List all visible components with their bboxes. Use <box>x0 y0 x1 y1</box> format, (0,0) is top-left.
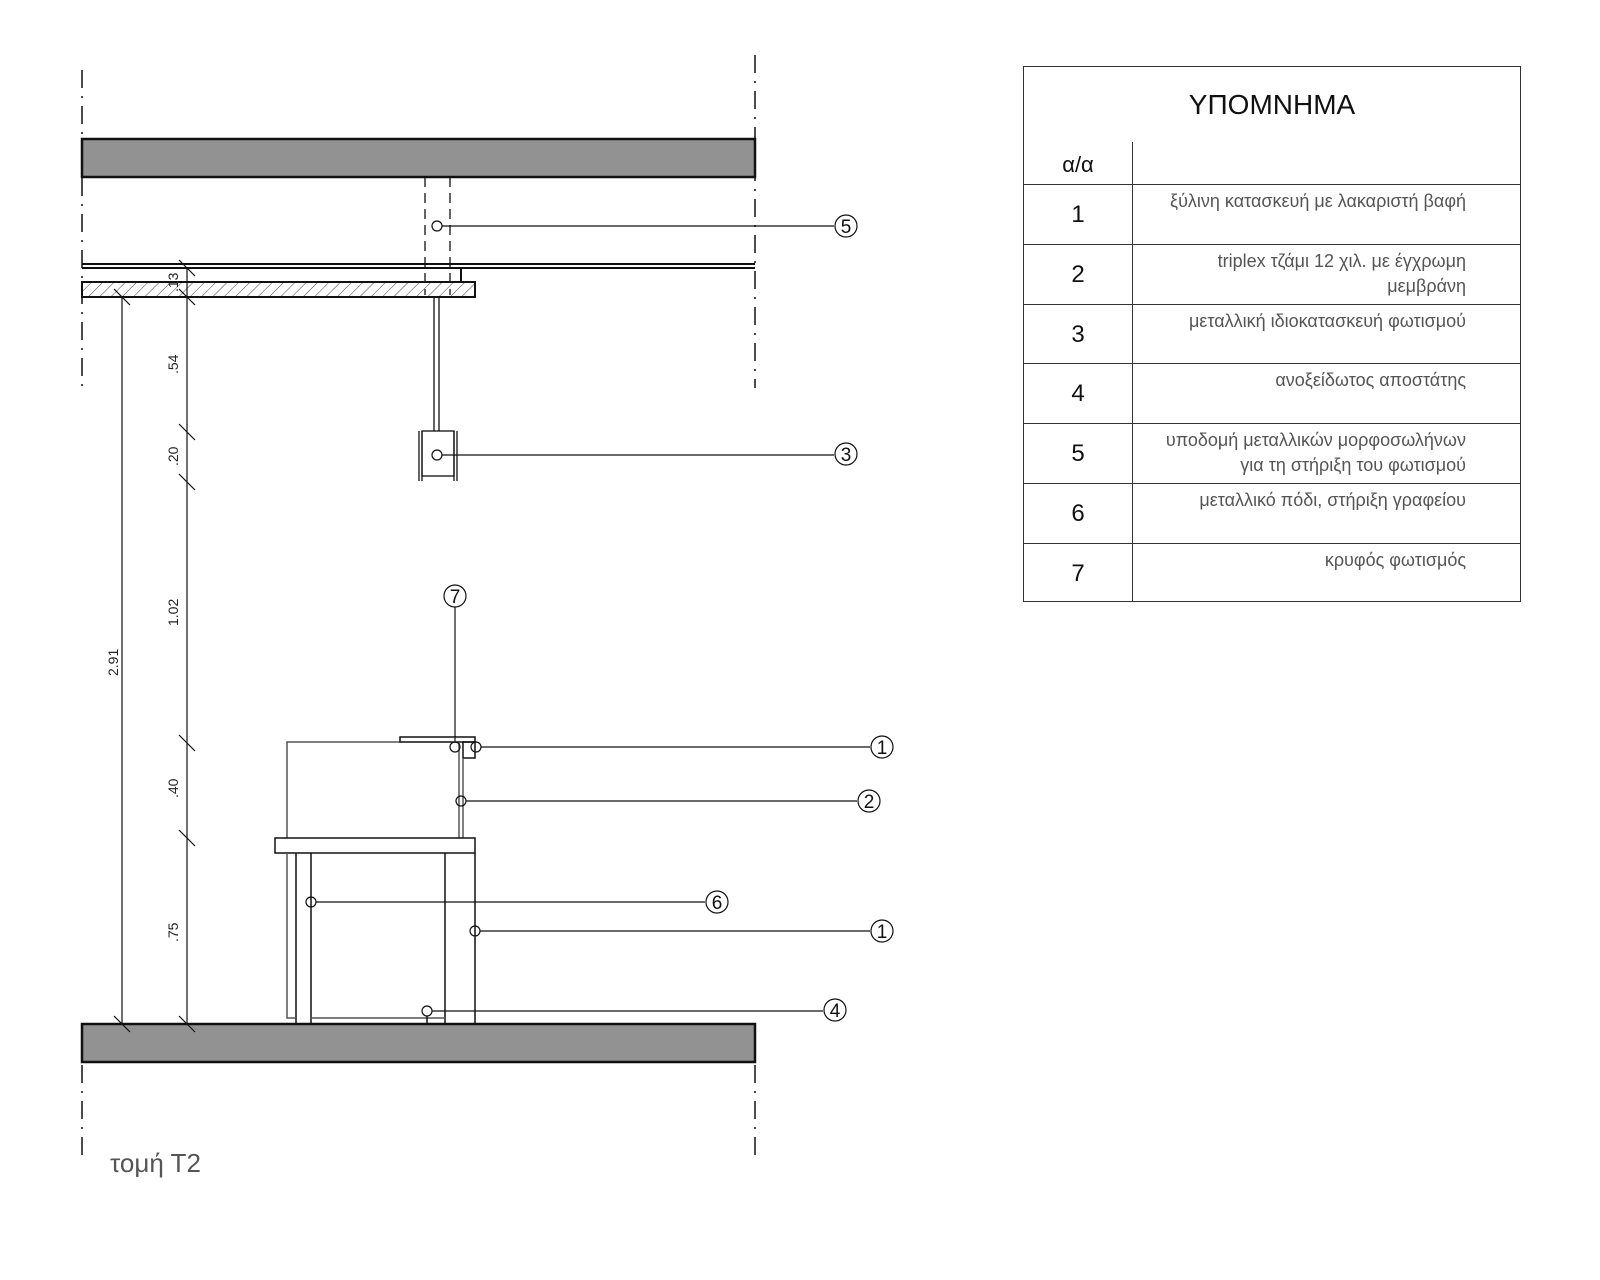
legend-description: υποδομή μεταλλικών μορφοσωλήνων για τη σ… <box>1165 430 1466 475</box>
legend-number: 4 <box>1071 380 1085 407</box>
legend-number: 3 <box>1071 321 1085 348</box>
callout-5: 5 <box>841 217 852 238</box>
callout-1: 1 <box>877 738 888 759</box>
legend-number: 2 <box>1071 261 1085 288</box>
legend-table: ΥΠΟΜΝΗΜΑ α/α 1 ξύλινη κατασκευή με λακαρι… <box>1023 66 1521 602</box>
legend-number: 5 <box>1071 440 1085 467</box>
legend-row: 1 ξύλινη κατασκευή με λακαριστή βαφή <box>1024 184 1520 245</box>
legend-description: μεταλλικό πόδι, στήριξη γραφείου <box>1199 490 1466 510</box>
legend-title: ΥΠΟΜΝΗΜΑ <box>1188 89 1356 120</box>
legend-row: 7 κρυφός φωτισμός <box>1024 543 1520 604</box>
legend-description: triplex τζάμι 12 χιλ. με έγχρωμη μεμβράν… <box>1217 251 1466 296</box>
callout-leaders <box>305 214 894 1022</box>
legend-row: 6 μεταλλικό πόδι, στήριξη γραφείου <box>1024 483 1520 544</box>
grid-axes <box>81 55 756 1160</box>
legend-number: 1 <box>1071 201 1085 228</box>
legend-row: 2 triplex τζάμι 12 χιλ. με έγχρωμη μεμβρά… <box>1024 244 1520 305</box>
legend-row: 5 υποδομή μεταλλικών μορφοσωλήνων για τη … <box>1024 423 1520 484</box>
column-divider <box>1132 142 1133 601</box>
dimension-lines <box>113 259 196 1033</box>
light-fixture <box>418 297 458 481</box>
dimension-segment: .13 <box>165 272 181 292</box>
dimension-segment: .20 <box>165 446 181 466</box>
callout-2: 2 <box>864 792 875 813</box>
legend-description: κρυφός φωτισμός <box>1324 550 1466 570</box>
dimension-segment: .54 <box>165 354 181 374</box>
callout-1: 1 <box>877 922 888 943</box>
legend-description: μεταλλική ιδιοκατασκευή φωτισμού <box>1188 311 1466 331</box>
callout-4: 4 <box>830 1001 841 1022</box>
legend-description: ανοξείδωτος αποστάτης <box>1275 370 1466 390</box>
legend-row: 3 μεταλλική ιδιοκατασκευή φωτισμού <box>1024 304 1520 365</box>
hatched-ceiling-panel <box>81 281 476 298</box>
dimension-total: 2.91 <box>105 649 121 676</box>
floor-slab <box>80 1022 757 1064</box>
callout-7: 7 <box>450 587 461 608</box>
dimension-segment: .40 <box>165 778 181 798</box>
legend-header-number: α/α <box>1062 152 1094 177</box>
legend-description: ξύλινη κατασκευή με λακαριστή βαφή <box>1170 191 1466 211</box>
dimension-segment: .75 <box>165 922 181 942</box>
lighting-substructure <box>82 177 755 295</box>
ceiling-slab <box>80 137 757 179</box>
callout-3: 3 <box>841 445 852 466</box>
desk <box>274 736 476 1024</box>
dimension-segment: 1.02 <box>165 599 181 626</box>
legend-number: 6 <box>1071 500 1085 527</box>
legend-number: 7 <box>1071 560 1085 587</box>
callout-6: 6 <box>712 893 723 914</box>
legend-row: 4 ανοξείδωτος αποστάτης <box>1024 363 1520 424</box>
section-title: τομή Τ2 <box>110 1148 201 1178</box>
